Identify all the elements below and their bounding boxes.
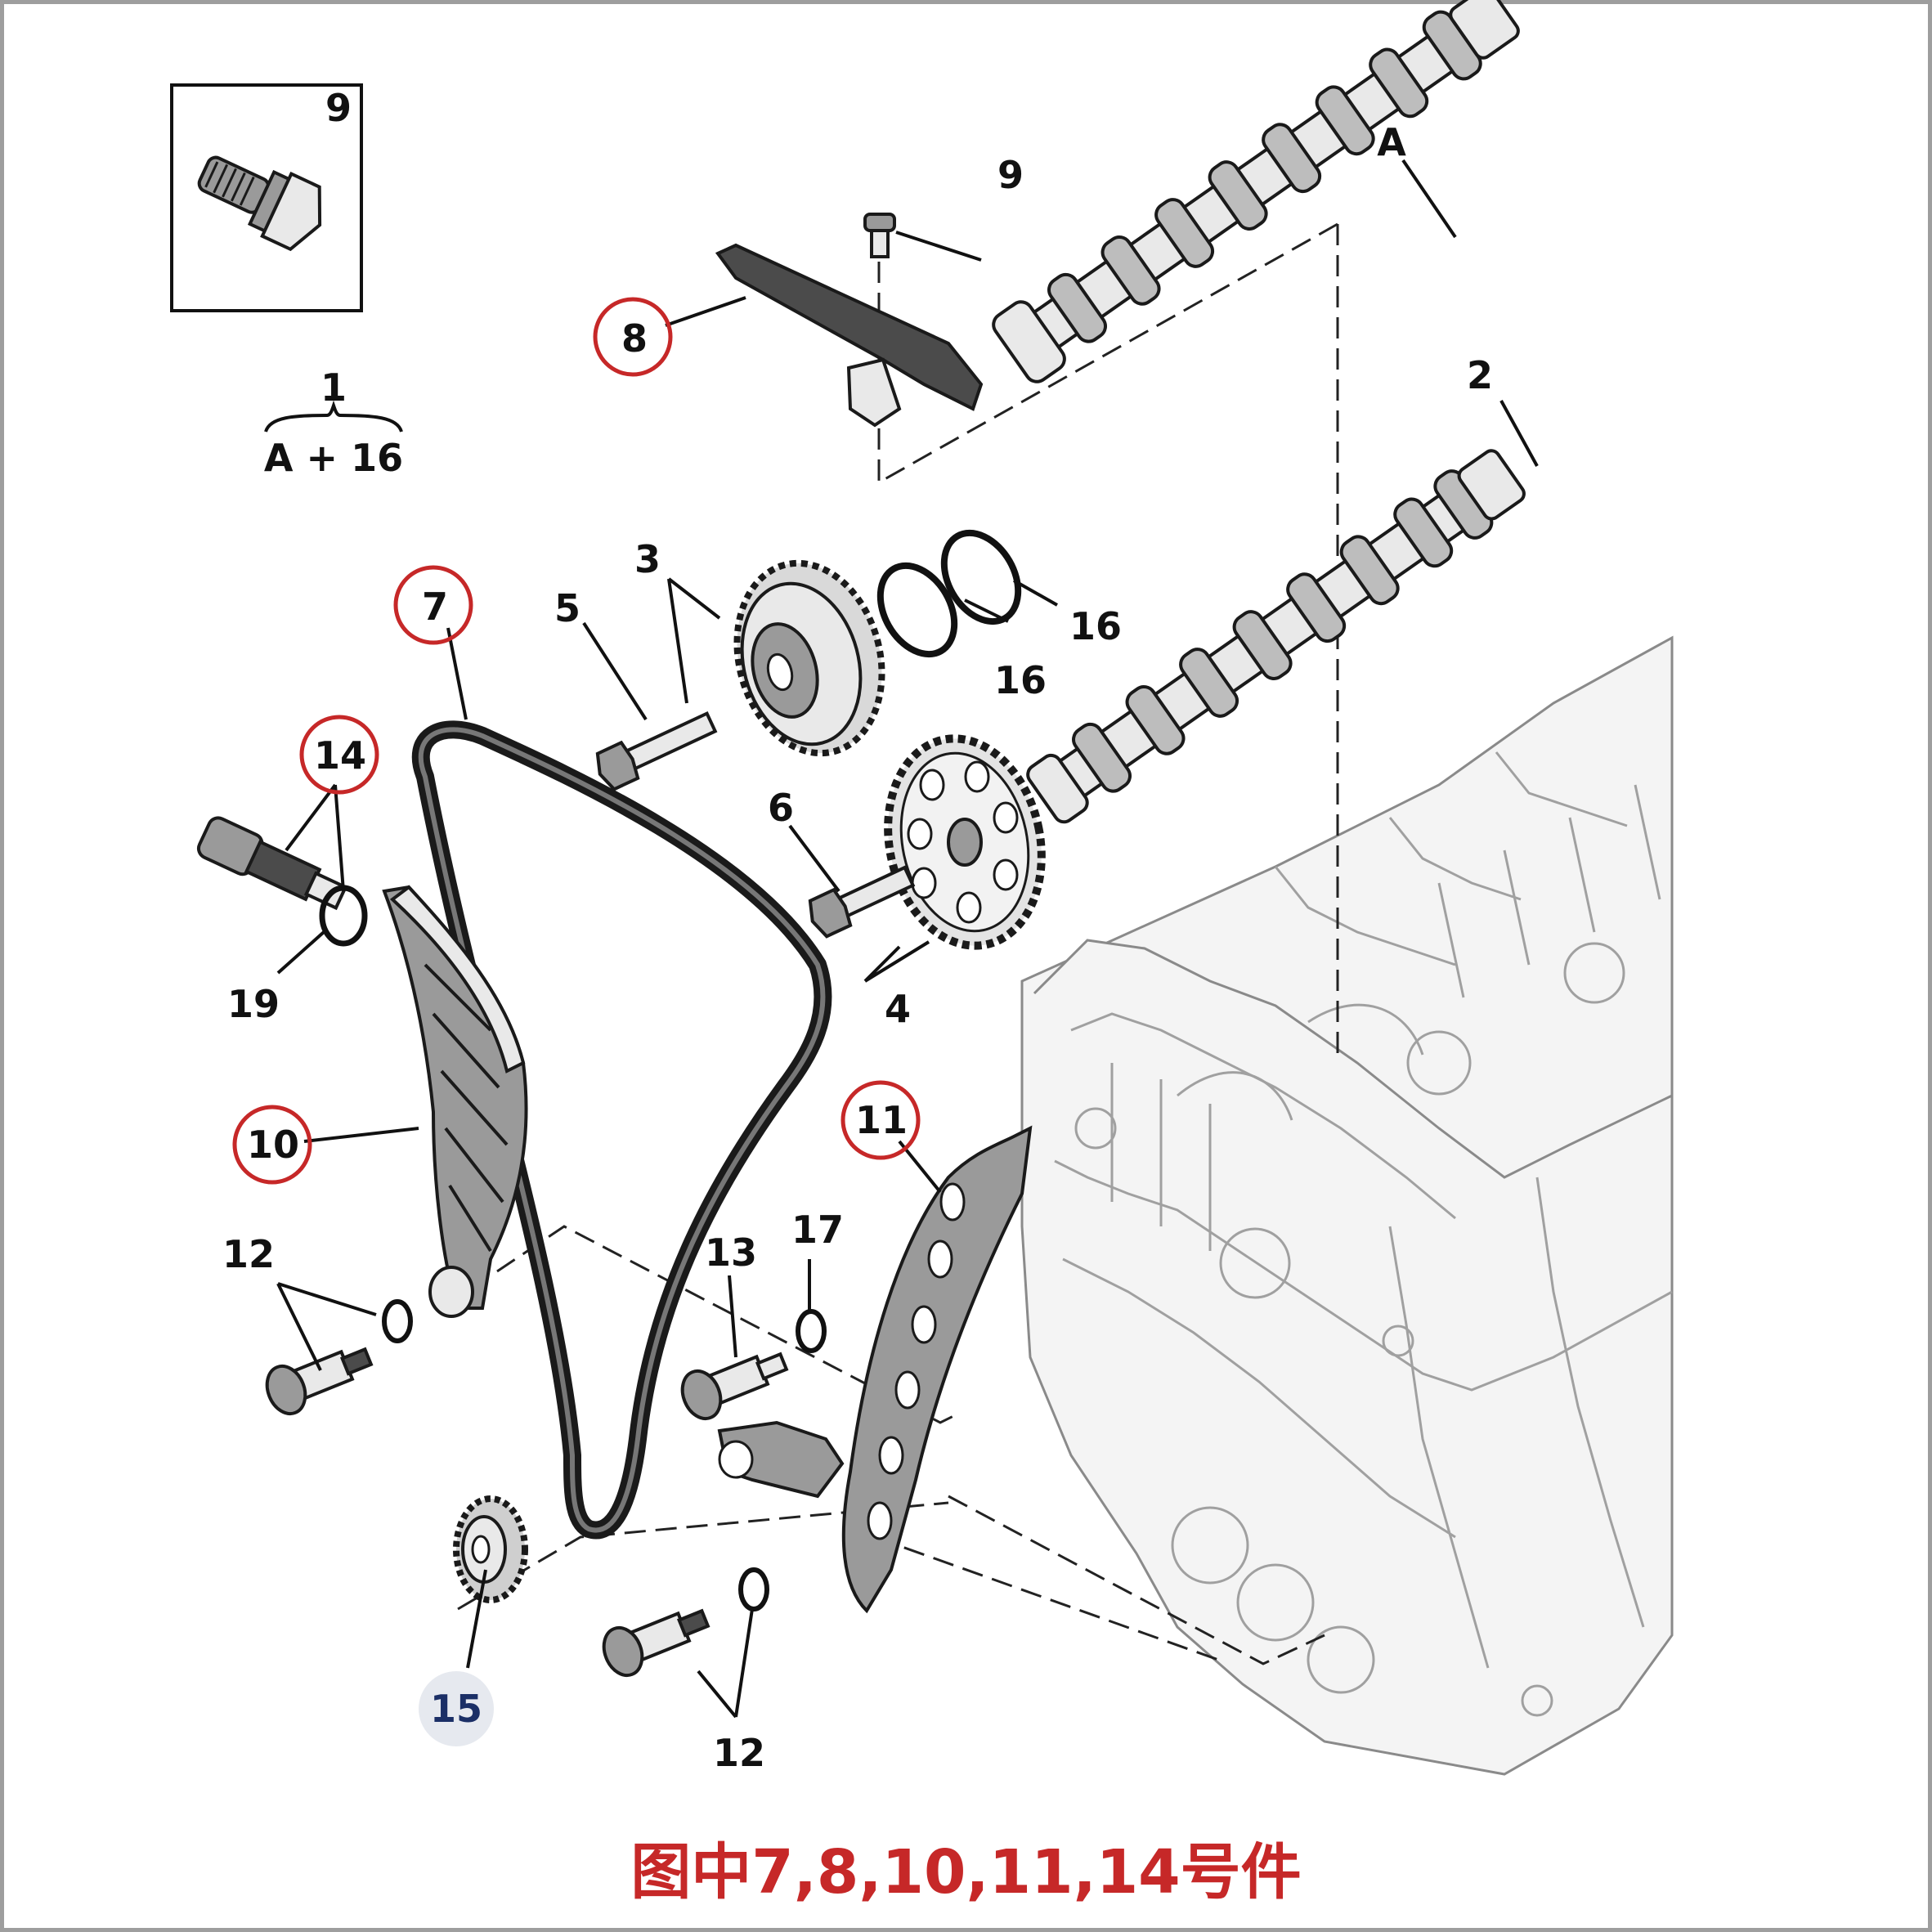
tensioner-14: [196, 816, 348, 911]
label-A: A: [1377, 120, 1406, 164]
label-5: 5: [554, 586, 580, 630]
label-4: 4: [885, 987, 911, 1031]
o-ring-19: [319, 885, 368, 947]
highlight-ring-7: [393, 565, 473, 645]
highlight-ring-8: [593, 297, 673, 377]
bolt-9: [863, 213, 896, 258]
assembly-formula-text: A + 16: [264, 436, 403, 480]
label-3: 3: [634, 537, 661, 581]
vvt-sprocket-3: [733, 559, 885, 757]
engine-block-illustration: [1020, 635, 1674, 1776]
label-9: 9: [997, 153, 1024, 197]
crank-sprocket-15: [453, 1495, 528, 1603]
label-16-lower: 16: [994, 658, 1047, 702]
highlight-rings: [232, 297, 921, 1185]
label-19: 19: [227, 982, 280, 1026]
label-15: 15: [430, 1687, 482, 1731]
highlight-ring-11: [840, 1080, 921, 1160]
intake-camshaft-A: [992, 0, 1520, 383]
label-6: 6: [768, 786, 794, 830]
cam-sprocket-4: [884, 734, 1046, 950]
label-12-lower: 12: [713, 1731, 765, 1775]
label-11: 11: [855, 1098, 908, 1142]
label-7: 7: [422, 585, 448, 629]
label-14: 14: [314, 733, 366, 778]
bolt-6: [808, 865, 916, 939]
o-ring-17: [796, 1309, 827, 1353]
label-16-upper: 16: [1069, 604, 1122, 648]
label-10: 10: [247, 1123, 299, 1167]
label-12-upper: 12: [222, 1232, 275, 1276]
label-2: 2: [1467, 353, 1493, 397]
pivot-bolt-12-upper: [265, 1347, 374, 1416]
pivot-bolt-12-lower: [602, 1608, 710, 1678]
caption-text: 图中7,8,10,11,14号件: [630, 1837, 1302, 1907]
exhaust-camshaft-2: [1026, 449, 1526, 824]
o-ring-12-upper: [382, 1299, 413, 1343]
label-8: 8: [621, 316, 648, 361]
upper-guide-8: [715, 243, 984, 428]
highlight-ring-10: [232, 1105, 312, 1185]
highlight-ring-14: [299, 715, 379, 795]
bolt-5: [595, 710, 718, 791]
label-17: 17: [791, 1208, 844, 1252]
fixed-guide-11: [717, 1125, 1033, 1614]
label-13: 13: [705, 1230, 757, 1275]
assembly-formula: 1 A + 16: [264, 365, 403, 480]
inset-bolt-9: 9: [170, 83, 363, 312]
timing-chain-7: [411, 720, 832, 1540]
inset-part-number: 9: [325, 86, 352, 130]
part-labels: A 2 3 4 5 6 7 8 9 10 11 12 12 13 14 15 1…: [222, 120, 1493, 1775]
pivot-bolt-13: [680, 1352, 789, 1421]
part-15-highlight: [419, 1671, 494, 1746]
o-ring-12-lower: [738, 1567, 769, 1611]
leader-lines: [276, 159, 1539, 1719]
tensioner-guide-10: [382, 885, 528, 1318]
o-rings-16: [876, 529, 1022, 658]
